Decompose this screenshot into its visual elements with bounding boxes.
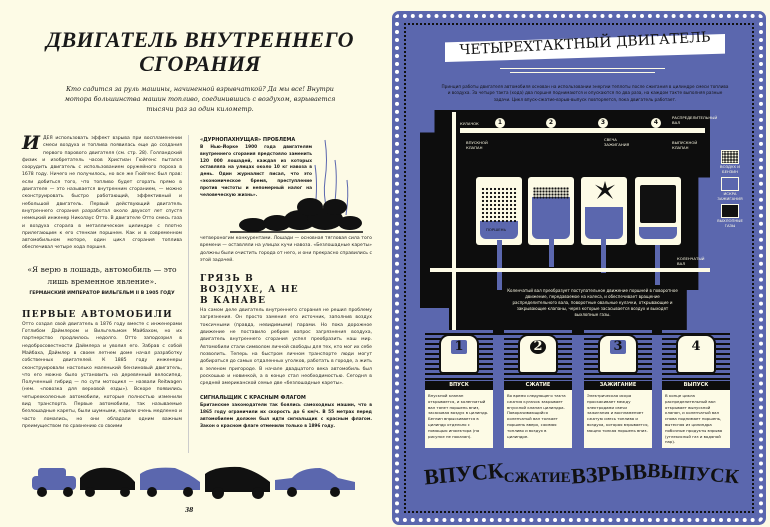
cylinder-2 [528, 177, 574, 245]
big-word-compression: СЖАТИЕ [503, 469, 571, 486]
big-word-exhaust: ВЫПУСК [646, 459, 740, 489]
car-icon: 2 [518, 334, 558, 374]
car-icon: 3 [598, 334, 638, 374]
page-subtitle: Кто садится за руль машины, начиненной в… [64, 85, 336, 113]
quote-attribution: ГЕРМАНСКИЙ ИМПЕРАТОР ВИЛЬГЕЛЬМ II В 1905… [29, 290, 175, 296]
label-cam: КУЛАЧОК [460, 121, 479, 126]
pollution-section: ГРЯЗЬ В ВОЗДУХЕ, А НЕ В КАНАВЕ На самом … [200, 274, 372, 387]
step-label: СЖАТИЕ [504, 381, 572, 390]
cylinder-1: ПОРШЕНЬ [476, 177, 522, 245]
label-spark-plug: СВЕЧА ЗАЖИГАНИЯ [604, 137, 630, 147]
legend-label: ВОЗДУХ И БЕНЗИН [720, 164, 740, 174]
title-rule [510, 72, 655, 73]
step-1-car-panel: 1 [425, 330, 493, 380]
cylinder-number: 3 [598, 118, 608, 128]
first-cars-title: ПЕРВЫЕ АВТОМОБИЛИ [22, 309, 173, 320]
legend-swatch-air-fuel [721, 150, 739, 164]
pollution-text: На самом деле двигатель внутреннего сгор… [200, 308, 372, 387]
car-2 [80, 467, 135, 497]
label-crankshaft: КОЛЕНЧАТЫЙ ВАЛ [677, 256, 705, 266]
poster-intro: Принцип работы двигателя автомобиля осно… [441, 84, 729, 102]
crankshaft [430, 268, 710, 272]
connecting-rod [655, 245, 660, 285]
connecting-rod [549, 225, 554, 267]
crankshaft-caption: Коленчатый вал преобразует поступательно… [507, 288, 678, 317]
cars-illustration [32, 466, 355, 499]
legend-swatch-exhaust [721, 204, 739, 218]
pollution-title: ГРЯЗЬ В ВОЗДУХЕ, А НЕ В КАНАВЕ [200, 274, 299, 307]
left-column: И ДЕЯ использовать эффект взрыва при вос… [22, 132, 182, 430]
label-piston: ПОРШЕНЬ [486, 227, 507, 232]
cylinder-3 [581, 177, 627, 245]
camshaft [460, 128, 705, 133]
step-number: 1 [451, 340, 467, 354]
step-label: ВЫПУСК [662, 381, 730, 390]
air-fuel-mix [481, 187, 517, 223]
sidebar-box: «ДУРНОПАХНУЩАЯ» ПРОБЛЕМА В Нью-Йорке 190… [200, 137, 312, 199]
step-description: Электрическая искра проскакивает между э… [584, 390, 652, 448]
timing-belt [452, 112, 456, 330]
car-5 [275, 468, 355, 497]
big-words-row: ВПУСК СЖАТИЕ ВЗРЫВ ВЫПУСК [423, 456, 739, 492]
car-4 [205, 466, 270, 499]
compressed-mix [533, 187, 569, 199]
manure-illustration [230, 139, 363, 233]
step-description: Впускной клапан открывается, и коленчаты… [425, 390, 493, 448]
page-title: ДВИГАТЕЛЬ ВНУТРЕННЕГО СГОРАНИЯ [46, 27, 354, 76]
flag-title: СИГНАЛЬЩИК С КРАСНЫМ ФЛАГОМ [200, 395, 306, 402]
step-label: ВПУСК [425, 381, 493, 390]
manure-pile [239, 198, 362, 232]
intro-paragraph: И ДЕЯ использовать эффект взрыва при вос… [22, 132, 182, 252]
cylinder-number: 2 [546, 118, 556, 128]
big-word-intake: ВПУСК [423, 457, 505, 490]
cylinder-number: 4 [651, 118, 661, 128]
steam-lines [314, 139, 349, 216]
label-exhaust-valve: ВЫПУСКНОЙ КЛАПАН [672, 140, 698, 150]
car-icon: 1 [439, 334, 479, 374]
big-word-explosion: ВЗРЫВ [569, 458, 648, 489]
exhaust-gases [640, 185, 676, 223]
step-number: 2 [530, 340, 546, 354]
page-number: 38 [185, 507, 194, 514]
pull-quote: «Я верю в лошадь, автомобиль — это лишь … [27, 264, 177, 286]
step-description: В конце цикла распределительный вал откр… [662, 390, 730, 448]
step-number: 3 [610, 340, 626, 354]
legend-swatch-spark [721, 177, 739, 191]
connecting-rod [497, 240, 502, 290]
cylinder-number: 1 [495, 118, 505, 128]
spark-burst [595, 181, 615, 199]
title-rule [500, 68, 665, 69]
flag-text: Британские законодатели так боялись само… [200, 403, 372, 429]
first-cars-text: Отто создал свой двигатель в 1876 году в… [22, 321, 182, 429]
continuation-text: четвероногим конкурентами. Лошади — осно… [200, 236, 372, 263]
column-divider [188, 135, 189, 453]
intro-text: ДЕЯ использовать эффект взрыва при воспл… [22, 136, 182, 251]
right-column: «ДУРНОПАХНУЩАЯ» ПРОБЛЕМА В Нью-Йорке 190… [200, 137, 372, 431]
label-camshaft: РАСПРЕДЕЛИТЕЛЬНЫЙ ВАЛ [672, 115, 718, 125]
sidebar-title: «ДУРНОПАХНУЩАЯ» ПРОБЛЕМА [200, 137, 296, 143]
legend-label: ИСКРА ЗАЖИГАНИЯ [717, 191, 743, 201]
connecting-rod [601, 235, 606, 273]
label-intake-valve: ВПУСКНОЙ КЛАПАН [466, 140, 488, 150]
car-icon: 4 [676, 334, 716, 374]
flag-section: СИГНАЛЬЩИК С КРАСНЫМ ФЛАГОМ Британские з… [200, 395, 372, 430]
step-2-car-panel: 2 [504, 330, 572, 380]
sidebar-text: В Нью-Йорке 1900 года двигателям внутрен… [200, 145, 312, 198]
car-3 [140, 467, 200, 497]
poster-inner-border [404, 23, 754, 513]
step-description: Во время следующего такта сжатия кулачок… [504, 390, 572, 448]
step-4-car-panel: 4 [662, 330, 730, 380]
cylinder-4 [635, 177, 681, 245]
legend-label: ВЫХЛОПНЫЕ ГАЗЫ [717, 218, 743, 228]
step-number: 4 [688, 340, 704, 354]
drop-cap: И [22, 132, 40, 154]
legend: ВОЗДУХ И БЕНЗИН ИСКРА ЗАЖИГАНИЯ ВЫХЛОПНЫ… [715, 150, 745, 228]
step-label: ЗАЖИГАНИЕ [584, 381, 652, 390]
page-header: ДВИГАТЕЛЬ ВНУТРЕННЕГО СГОРАНИЯ Кто садит… [20, 28, 380, 114]
car-1 [32, 468, 76, 497]
sidebar-area: «ДУРНОПАХНУЩАЯ» ПРОБЛЕМА В Нью-Йорке 190… [200, 137, 372, 235]
step-3-car-panel: 3 [584, 330, 652, 380]
first-cars-section: ПЕРВЫЕ АВТОМОБИЛИ Отто создал свой двига… [22, 310, 182, 430]
